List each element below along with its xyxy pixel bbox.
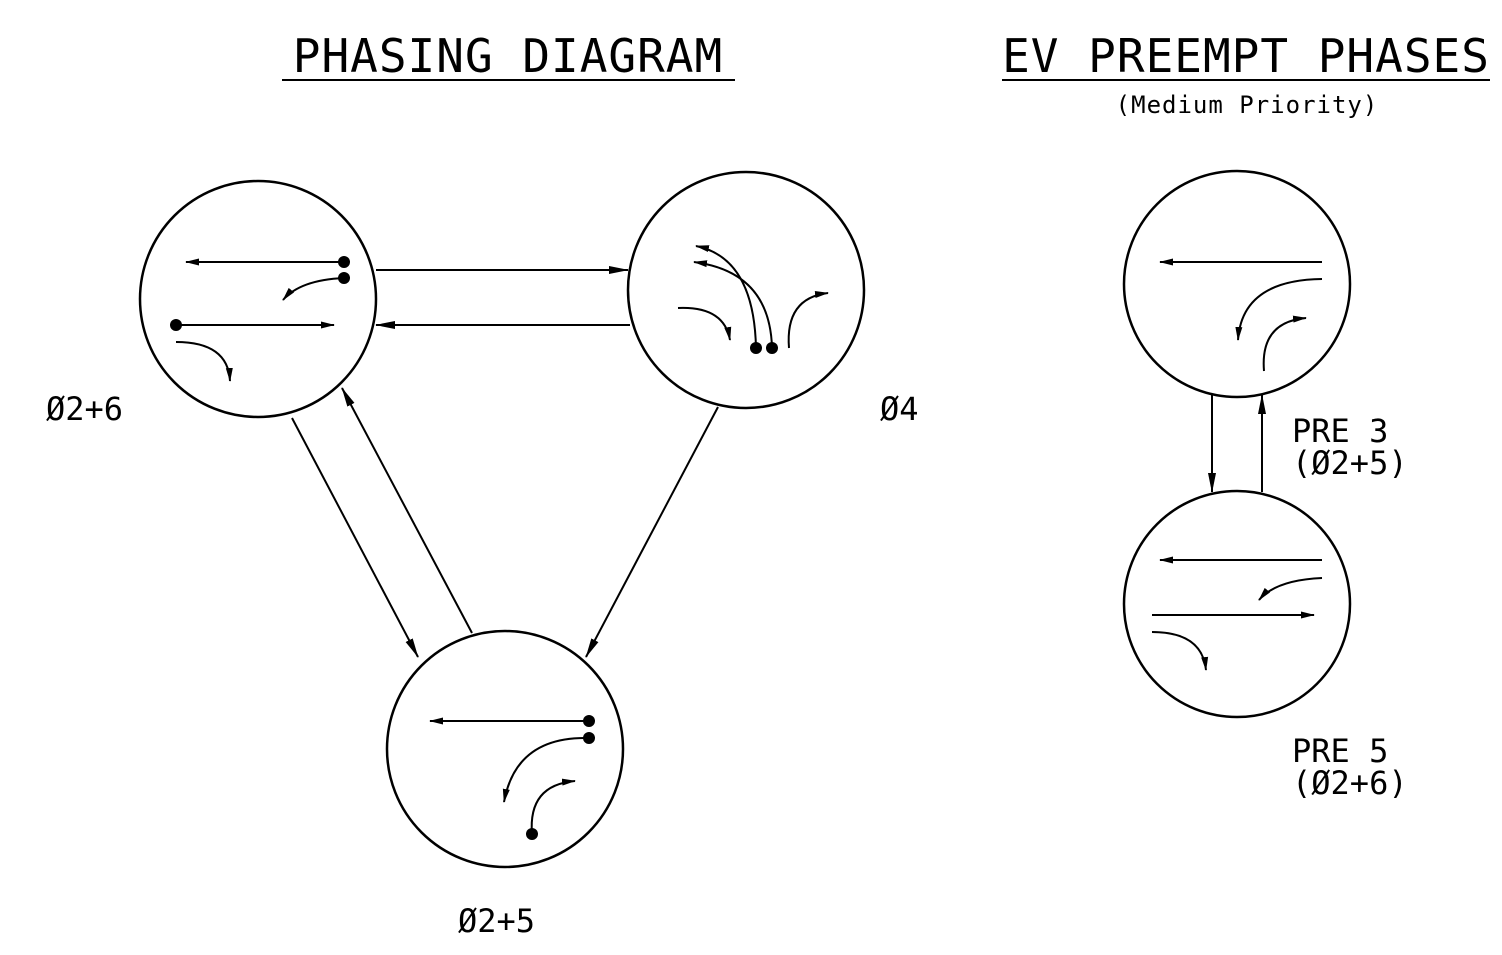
preempt-circle-pre-5 xyxy=(1122,489,1352,719)
phase-circle-02-5 xyxy=(385,629,625,869)
phase-label-04: Ø4 xyxy=(880,390,919,428)
phase-circle-04 xyxy=(626,170,866,410)
ev-preempt-title: EV PREEMPT PHASES xyxy=(1002,29,1490,83)
preempt-label-pre-5: PRE 5 xyxy=(1292,732,1388,770)
phasing-diagram-title: PHASING DIAGRAM xyxy=(293,29,723,83)
preempt-sub-pre-3: (Ø2+5) xyxy=(1292,444,1408,482)
transition-arrow-04-to-02-5 xyxy=(585,406,719,658)
transition-arrow-02-6-to-02-5 xyxy=(291,417,419,658)
phase-label-02-6: Ø2+6 xyxy=(46,390,123,428)
ev-preempt-subtitle: (Medium Priority) xyxy=(1116,91,1379,119)
phase-label-02-5: Ø2+5 xyxy=(458,902,535,940)
transition-arrow-02-5-to-02-6 xyxy=(341,387,473,634)
preempt-circle-pre-3 xyxy=(1122,169,1352,399)
preempt-sub-pre-5: (Ø2+6) xyxy=(1292,764,1408,802)
phase-circle-02-6 xyxy=(138,179,378,419)
preempt-label-pre-3: PRE 3 xyxy=(1292,412,1388,450)
